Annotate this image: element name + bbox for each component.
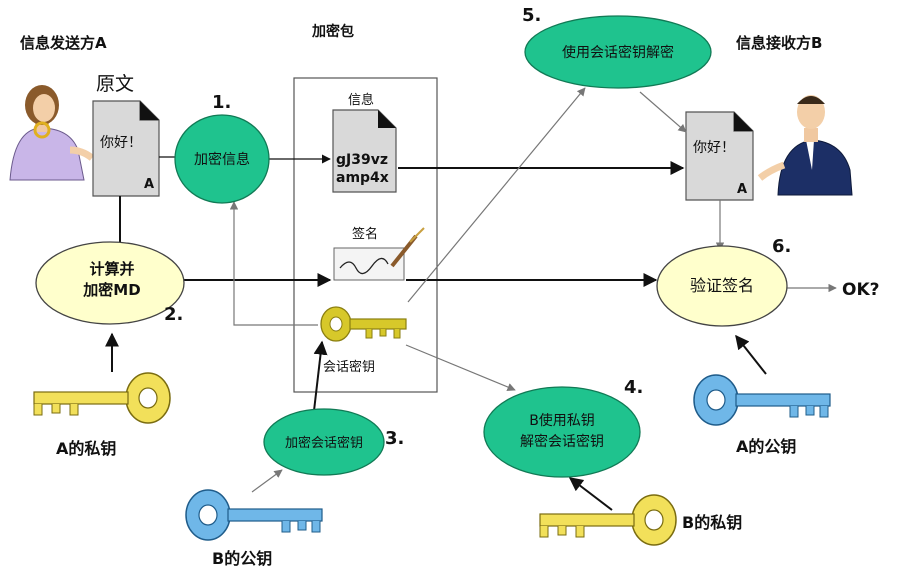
- step5-number: 5.: [522, 5, 541, 26]
- step4-ellipse: [483, 386, 641, 478]
- step5-ellipse: [524, 15, 712, 89]
- step5-label: 使用会话密钥解密: [562, 44, 674, 61]
- receiver-label: 信息接收方B: [736, 34, 822, 52]
- step4-line1: B使用私钥: [529, 412, 595, 429]
- signature-icon: [333, 227, 425, 281]
- sender-label: 信息发送方A: [20, 34, 107, 52]
- b-private-key-label: B的私钥: [682, 513, 742, 532]
- step4-number: 4.: [624, 377, 643, 398]
- cipher-text-line1: gJ39vz: [336, 152, 388, 168]
- session-key-label: 会话密钥: [323, 359, 375, 375]
- signature-label: 签名: [352, 226, 378, 242]
- connector-bprivkey-to-step4: [568, 477, 613, 511]
- original-document-icon: [92, 100, 160, 197]
- original-label: 原文: [96, 73, 134, 95]
- step2-ellipse: [35, 241, 185, 325]
- step2-line2: 加密MD: [82, 281, 140, 299]
- step6-number: 6.: [772, 236, 791, 257]
- step2-line1: 计算并: [89, 260, 134, 278]
- connector-sessionkey-to-step5: [407, 87, 586, 303]
- connector-sessionkey-to-step4: [405, 344, 516, 391]
- connector-sessionkey-to-step1: [229, 201, 318, 326]
- step1-number: 1.: [212, 92, 231, 113]
- package-label: 加密包: [311, 23, 354, 40]
- document-right-text: 你好！: [693, 140, 735, 156]
- decrypted-document-icon: [685, 111, 754, 201]
- info-label: 信息: [348, 92, 374, 108]
- a-private-key-icon: [33, 372, 171, 424]
- a-public-key-label: A的公钥: [736, 437, 796, 456]
- a-public-key-icon: [693, 374, 831, 426]
- step6-label: 验证签名: [690, 276, 754, 295]
- b-public-key-label: B的公钥: [212, 549, 272, 568]
- connector-step5-to-document: [639, 91, 687, 133]
- connector-apubkey-to-step6: [735, 334, 767, 375]
- step6-ellipse: [656, 245, 788, 327]
- session-key-icon: [320, 306, 407, 342]
- step3-label: 加密会话密钥: [285, 435, 363, 451]
- step2-number: 2.: [164, 304, 183, 325]
- step1-label: 加密信息: [194, 151, 250, 168]
- a-private-key-label: A的私钥: [56, 439, 116, 458]
- step3-number: 3.: [385, 428, 404, 449]
- step3-ellipse: [263, 408, 385, 476]
- cipher-text-line2: amp4x: [336, 170, 389, 186]
- step4-line2: 解密会话密钥: [520, 433, 604, 450]
- document-left-text: 你好！: [100, 135, 142, 151]
- ok-label: OK?: [842, 280, 880, 300]
- receiver-person-icon: [757, 95, 853, 196]
- document-right-tag: A: [737, 182, 747, 197]
- b-private-key-icon: [539, 494, 677, 546]
- b-public-key-icon: [185, 489, 323, 541]
- step1-ellipse: [174, 114, 270, 204]
- document-left-tag: A: [144, 177, 154, 192]
- connector-bpubkey-to-step3: [251, 469, 283, 493]
- cipher-document-icon: [332, 109, 397, 193]
- sender-person-icon: [9, 85, 95, 181]
